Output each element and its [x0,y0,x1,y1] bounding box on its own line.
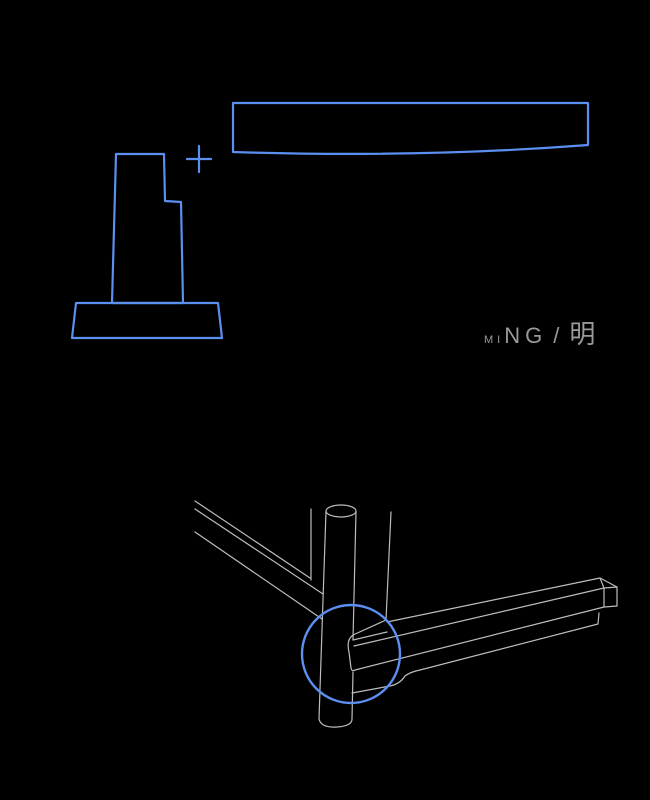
ming-title: MI NG / 明 [484,314,595,354]
title-latin-small: MI [484,334,505,346]
lower-bracket [351,612,600,694]
plus-icon [185,144,213,174]
joint-highlight-circle [300,603,402,705]
curved-beam-outline [231,101,590,155]
title-latin-big: NG [504,323,548,348]
joint-assembly [194,500,618,728]
title-separator: / [553,323,560,348]
post-outline [110,152,185,305]
exploded-components [70,101,590,340]
post-top-ellipse [325,504,357,518]
left-rail-top [194,500,311,579]
arm-beam [347,577,605,672]
title-cjk: 明 [569,320,596,350]
base-plinth-outline [70,301,224,340]
panel-right-edge [385,511,392,621]
